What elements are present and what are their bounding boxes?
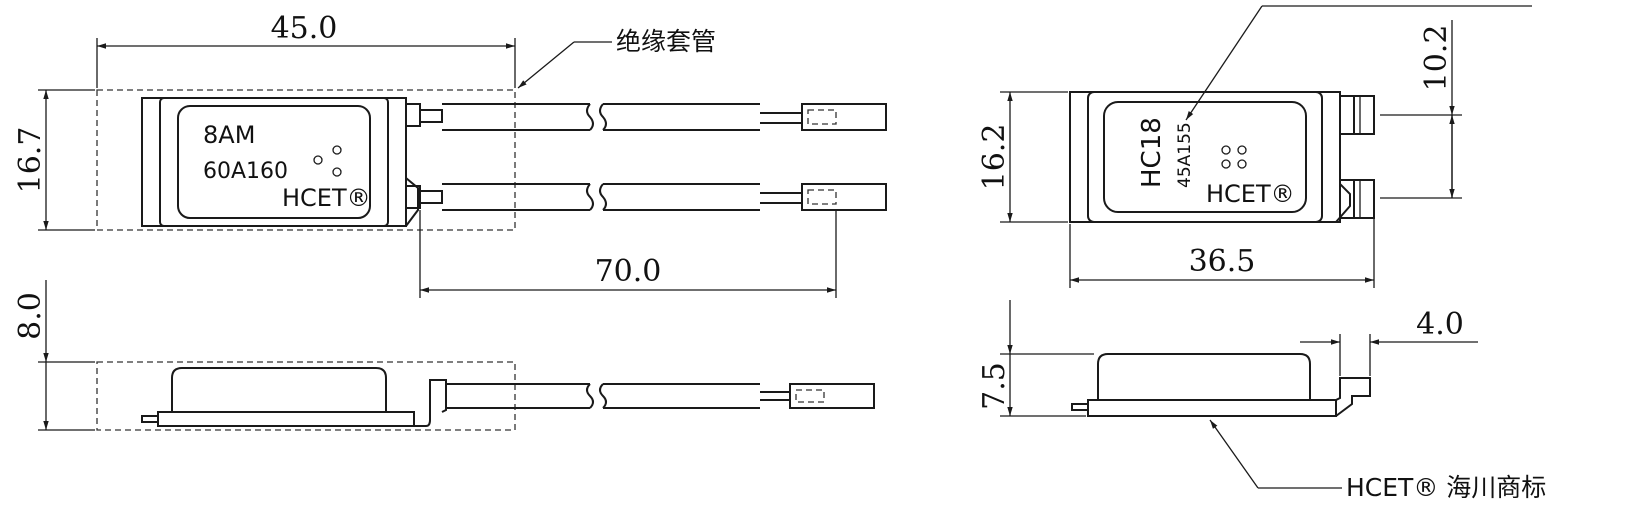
right-upper-terminal [1339, 95, 1355, 135]
lead-frame [384, 97, 419, 227]
marking-leader [1185, 5, 1263, 121]
sleeve-label: 绝缘套管 [616, 27, 716, 56]
side-pin [141, 415, 159, 423]
side-core [760, 391, 790, 401]
side-connector [789, 383, 875, 409]
left-dimensions: 45.0 16.7 70.0 绝缘套管 [13, 11, 837, 298]
right-side-housing [1097, 353, 1311, 401]
dim-right-height: 16.2 [977, 124, 1012, 191]
upper-connector [801, 103, 887, 131]
side-connector-inner [795, 389, 825, 403]
upper-terminal-block [405, 103, 421, 127]
right-side-dimensions: 7.5 4.0 HCET® 海川商标 [977, 300, 1546, 502]
dim-tab-width: 4.0 [1416, 307, 1464, 342]
left-marking-brand: HCET® [282, 184, 371, 212]
right-top-view: HC18 45A155 HCET® [1069, 91, 1375, 223]
right-lower-terminal-tab [1353, 179, 1375, 219]
dim-side-height: 8.0 [13, 292, 48, 340]
right-dimensions: 16.2 36.5 10.2 [977, 5, 1532, 288]
upper-wire [442, 103, 760, 131]
right-side-tab [1318, 377, 1371, 417]
upper-core [760, 112, 802, 124]
side-base-plate [157, 411, 415, 427]
lower-lead-tab [419, 190, 443, 204]
dim-top-height: 16.7 [13, 127, 48, 194]
right-label-panel [1103, 101, 1307, 213]
right-marking-line1: HC18 [1137, 117, 1167, 188]
label-panel [177, 105, 371, 219]
lower-wire-break [586, 183, 607, 211]
dot [1221, 159, 1231, 169]
side-wire-break [586, 383, 607, 409]
right-marking-line2: 45A155 [1175, 122, 1195, 188]
lower-wire [442, 183, 760, 211]
dot [1221, 145, 1231, 155]
left-side-view [96, 361, 875, 431]
dot [1237, 145, 1247, 155]
right-lead-frame [1320, 91, 1351, 223]
brand-leader [1209, 419, 1259, 489]
right-side-base [1087, 399, 1337, 417]
dim-top-width: 45.0 [271, 11, 338, 46]
dot [1237, 159, 1247, 169]
right-upper-terminal-tab [1353, 95, 1375, 135]
housing-top [159, 97, 389, 227]
right-side-pin [1071, 403, 1089, 411]
right-marking-brand: HCET® [1206, 180, 1295, 208]
brand-label: HCET® 海川商标 [1346, 473, 1546, 502]
upper-lead-tab [419, 109, 443, 123]
dot [332, 145, 342, 155]
dim-right-width: 36.5 [1189, 244, 1256, 279]
dot [332, 167, 342, 177]
left-marking-line1: 8AM [203, 121, 255, 149]
lower-connector-inner [807, 189, 837, 205]
left-marking-line2: 60A160 [203, 159, 288, 184]
lower-connector [801, 183, 887, 211]
dim-lead-length: 70.0 [595, 254, 662, 289]
dim-terminal-pitch: 10.2 [1419, 25, 1454, 92]
side-wire [446, 383, 760, 409]
dot [313, 155, 323, 165]
sleeve-outline [96, 89, 516, 231]
right-side-view [1071, 353, 1371, 417]
side-sleeve-outline [96, 361, 516, 431]
left-top-view: 8AM 60A160 HCET® [96, 89, 887, 231]
side-housing [171, 367, 387, 413]
dim-right-side-height: 7.5 [977, 362, 1012, 410]
lower-core [760, 192, 802, 204]
left-side-dimensions: 8.0 [13, 280, 95, 431]
upper-connector-inner [807, 109, 837, 125]
side-lead-frame [414, 379, 447, 427]
sleeve-leader [517, 41, 575, 89]
upper-wire-break [586, 103, 607, 131]
